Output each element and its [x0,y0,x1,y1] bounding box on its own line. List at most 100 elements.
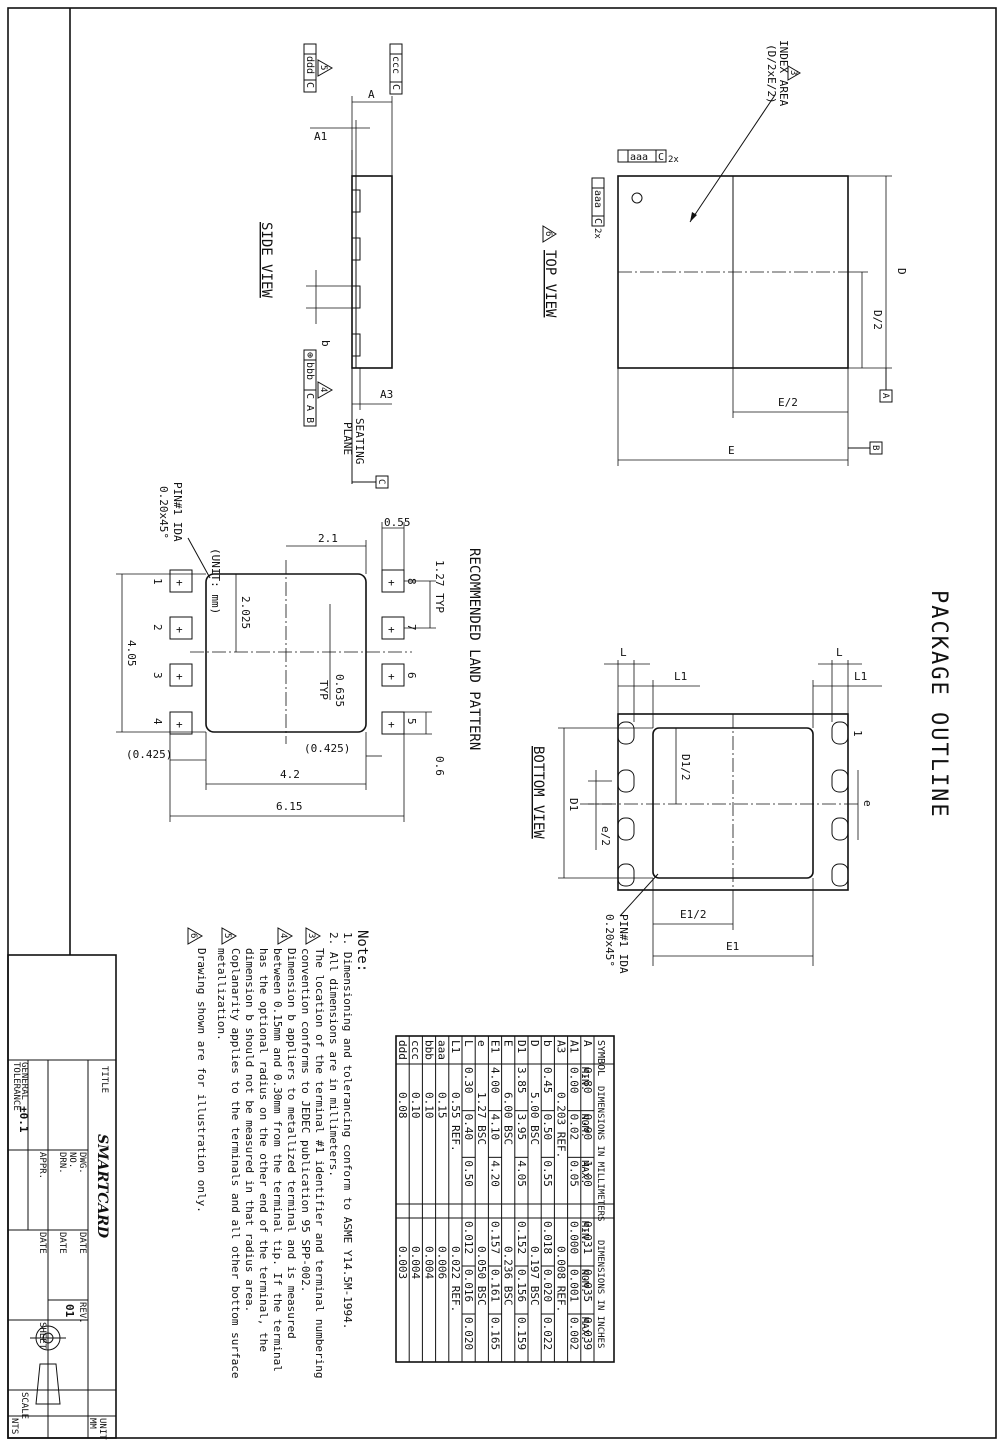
land-pin-1-label: 1 [151,578,164,585]
dim-table-mm-span: 5.00 BSC [528,1092,541,1145]
dim-table-in-cell: 0.022 [541,1317,554,1350]
dim-table-mm-cell: 0.02 [568,1114,581,1141]
land-pad-4-plus: + [176,718,183,731]
dim-table-symbol: bbb [422,1040,435,1060]
tb-scale-label: SCALE [19,1392,29,1419]
dim-table-mm-cell: 4.20 [488,1160,501,1187]
fcf-ddd-ref-number: 5 [318,65,328,70]
note-ref-4-number: 4 [278,933,288,938]
dim-table-symbol: L1 [449,1040,462,1053]
dim-E1-label: E1 [726,940,739,953]
note-line-3: The location of the terminal #1 identifi… [313,948,326,1378]
tb-tol-label-2: TOLERANCE [11,1062,21,1111]
dim-table-in-span: 0.008 REF. [554,1246,567,1312]
dim-table-in-cell: 0.016 [462,1269,475,1302]
dim-42-label: 4.2 [280,768,300,781]
dim-A3-label: A3 [380,388,393,401]
top-view: 3 INDEX AREA (D/2xE/2) aaa C 2x aaa C 2x… [542,40,908,466]
top-view-ref-triangle [542,225,557,243]
tb-date-label-3: DATE [37,1232,47,1254]
land-pad-2 [169,616,193,640]
fcf-bbb-datums: C A B [304,393,315,423]
dim-table-in-span: 0.236 BSC [502,1246,515,1306]
sheet-border [7,7,997,1439]
dim-table-symbol: ccc [409,1040,422,1060]
dim-table-in-cell: 0.018 [541,1221,554,1254]
dim-table-mm-header: DIMENSIONS IN MILLIMETERS [595,1086,605,1221]
bottom-terminal-b2 [831,769,849,793]
dim-0425-left-label: (0.425) [126,748,172,761]
dim-table-symbol: aaa [436,1040,449,1060]
dim-table-in-span: 0.004 [409,1246,422,1279]
notes-heading: Note: [354,930,370,972]
dim-table-mm-subheader: MIN. [579,1067,590,1091]
dim-table-symbol: D1 [515,1040,528,1053]
dim-table-mm-cell: 0.90 [581,1114,594,1141]
dim-table-in-span: 0.003 [396,1246,409,1279]
bottom-view: BOTTOM VIEW L L1 L L1 1 D1 D1/2 e e/2 [530,646,882,974]
index-ref-number: 3 [788,70,798,75]
tb-scale-value: NTS [9,1418,19,1434]
dim-06-label: 0.6 [433,756,446,776]
drawing-title: PACKAGE OUTLINE [926,590,951,819]
tb-appr-label: APPR. [37,1152,47,1179]
tb-rev-label: REV. [77,1302,87,1324]
dim-table-in-cell: 0.020 [462,1317,475,1350]
dim-table-in-cell: 0.035 [581,1269,594,1302]
fcf-aaa-top-datum: C [658,152,664,163]
dim-055-label: 0.55 [384,516,411,529]
top-view-ref-number: 6 [543,231,553,236]
dim-table-in-cell: 0.039 [581,1317,594,1350]
dim-table-in-span: 0.197 BSC [528,1246,541,1306]
fcf-ddd-ref-triangle [317,59,334,77]
tb-title-label: TITLE [99,1066,109,1093]
dim-table-in-cell: 0.031 [581,1221,594,1254]
fcf-bbb [303,349,317,427]
datum-C-label: C [376,479,386,484]
bottom-pin1-chamfer: 0.20x45° [603,914,616,967]
dim-table-symbol: A3 [554,1040,567,1053]
projection-cone-icon [35,1363,61,1405]
fcf-bbb-ref-triangle [317,381,334,399]
dim-table-mm-cell: 0.50 [462,1160,475,1187]
fcf-aaa-top-mult: 2x [668,155,679,165]
dim-table-mm-span: 0.15 [436,1092,449,1119]
dim-L-top-label: L [620,646,627,659]
fcf-ccc [389,43,403,95]
dim-table-in-cell: 0.157 [488,1221,501,1254]
fcf-bbb-symbol-icon: ⊕ [304,352,315,358]
dim-table-mm-cell: 4.10 [488,1114,501,1141]
title-block: TITLE SMARTCARD DWG. NO. DRN. DATE DATE … [7,954,117,1440]
bottom-terminal-t3 [617,817,635,841]
dim-table-symbol: b [541,1040,554,1047]
bottom-terminal-t4 [617,863,635,887]
land-pad-3 [169,663,193,687]
tb-tol-label-1: GENERAL [19,1062,29,1100]
land-unit-label: (UNIT: mm) [209,548,222,614]
dim-615-label: 6.15 [276,800,303,813]
seating-label-2: PLANE [341,422,354,455]
dim-table-in-cell: 0.002 [568,1317,581,1350]
dim-table-mm-cell: 1.00 [581,1160,594,1187]
tb-dwg-label-2: NO. [67,1152,77,1168]
dim-405-label: 4.05 [125,640,138,667]
dim-table-mm-cell: 0.30 [462,1067,475,1094]
dim-table-in-cell: 0.001 [568,1269,581,1302]
dim-D2-label: D/2 [871,310,884,330]
fcf-aaa-top [617,149,667,163]
dim-table-symbol: e [475,1040,488,1047]
land-pad-4 [169,711,193,735]
tb-date-label-1: DATE [77,1232,87,1254]
dim-L-bot-label: L [836,646,843,659]
land-pin-4-label: 4 [151,718,164,725]
fcf-ddd-datum: C [304,82,315,88]
index-ref-triangle [787,65,801,81]
dim-table-symbol: L [462,1040,475,1047]
dim-L1-bot-label: L1 [854,670,867,683]
dim-table-mm-span: 0.55 REF. [449,1092,462,1152]
bottom-pin1-leader [619,873,659,917]
note-line-8: dimension b should not be measured in th… [243,948,256,1312]
fcf-aaa-left-datum: C [592,218,603,224]
dim-E2-label: E/2 [778,396,798,409]
